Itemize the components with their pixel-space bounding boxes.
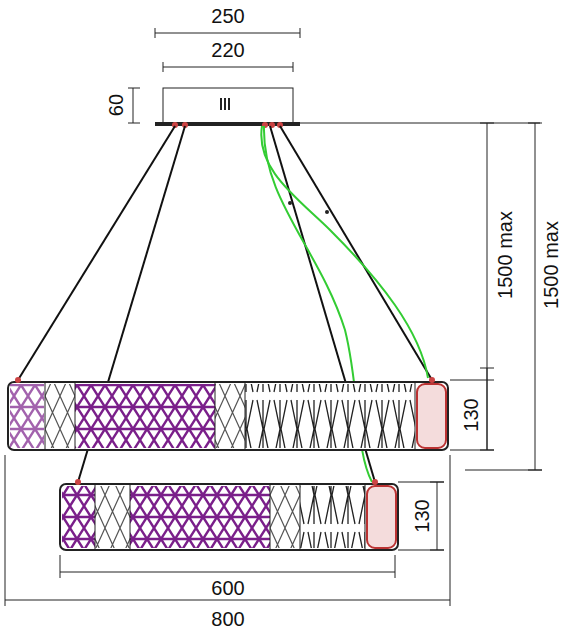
small-ring xyxy=(60,479,398,550)
dimension-label: 600 xyxy=(209,577,246,599)
dimension-label: 800 xyxy=(209,608,246,630)
dimension-label: 1500 max xyxy=(494,209,516,301)
large-ring xyxy=(8,377,448,450)
dimension-lines xyxy=(5,28,542,606)
dimension-label: 250 xyxy=(209,5,246,27)
dimension-label: 130 xyxy=(460,396,482,433)
dimension-label: 60 xyxy=(105,92,127,118)
suspension-wires xyxy=(18,126,432,482)
canopy xyxy=(155,88,300,128)
dimension-label: 1500 max xyxy=(540,219,562,311)
dimension-label: 130 xyxy=(411,497,433,534)
dimension-label: 220 xyxy=(209,39,246,61)
